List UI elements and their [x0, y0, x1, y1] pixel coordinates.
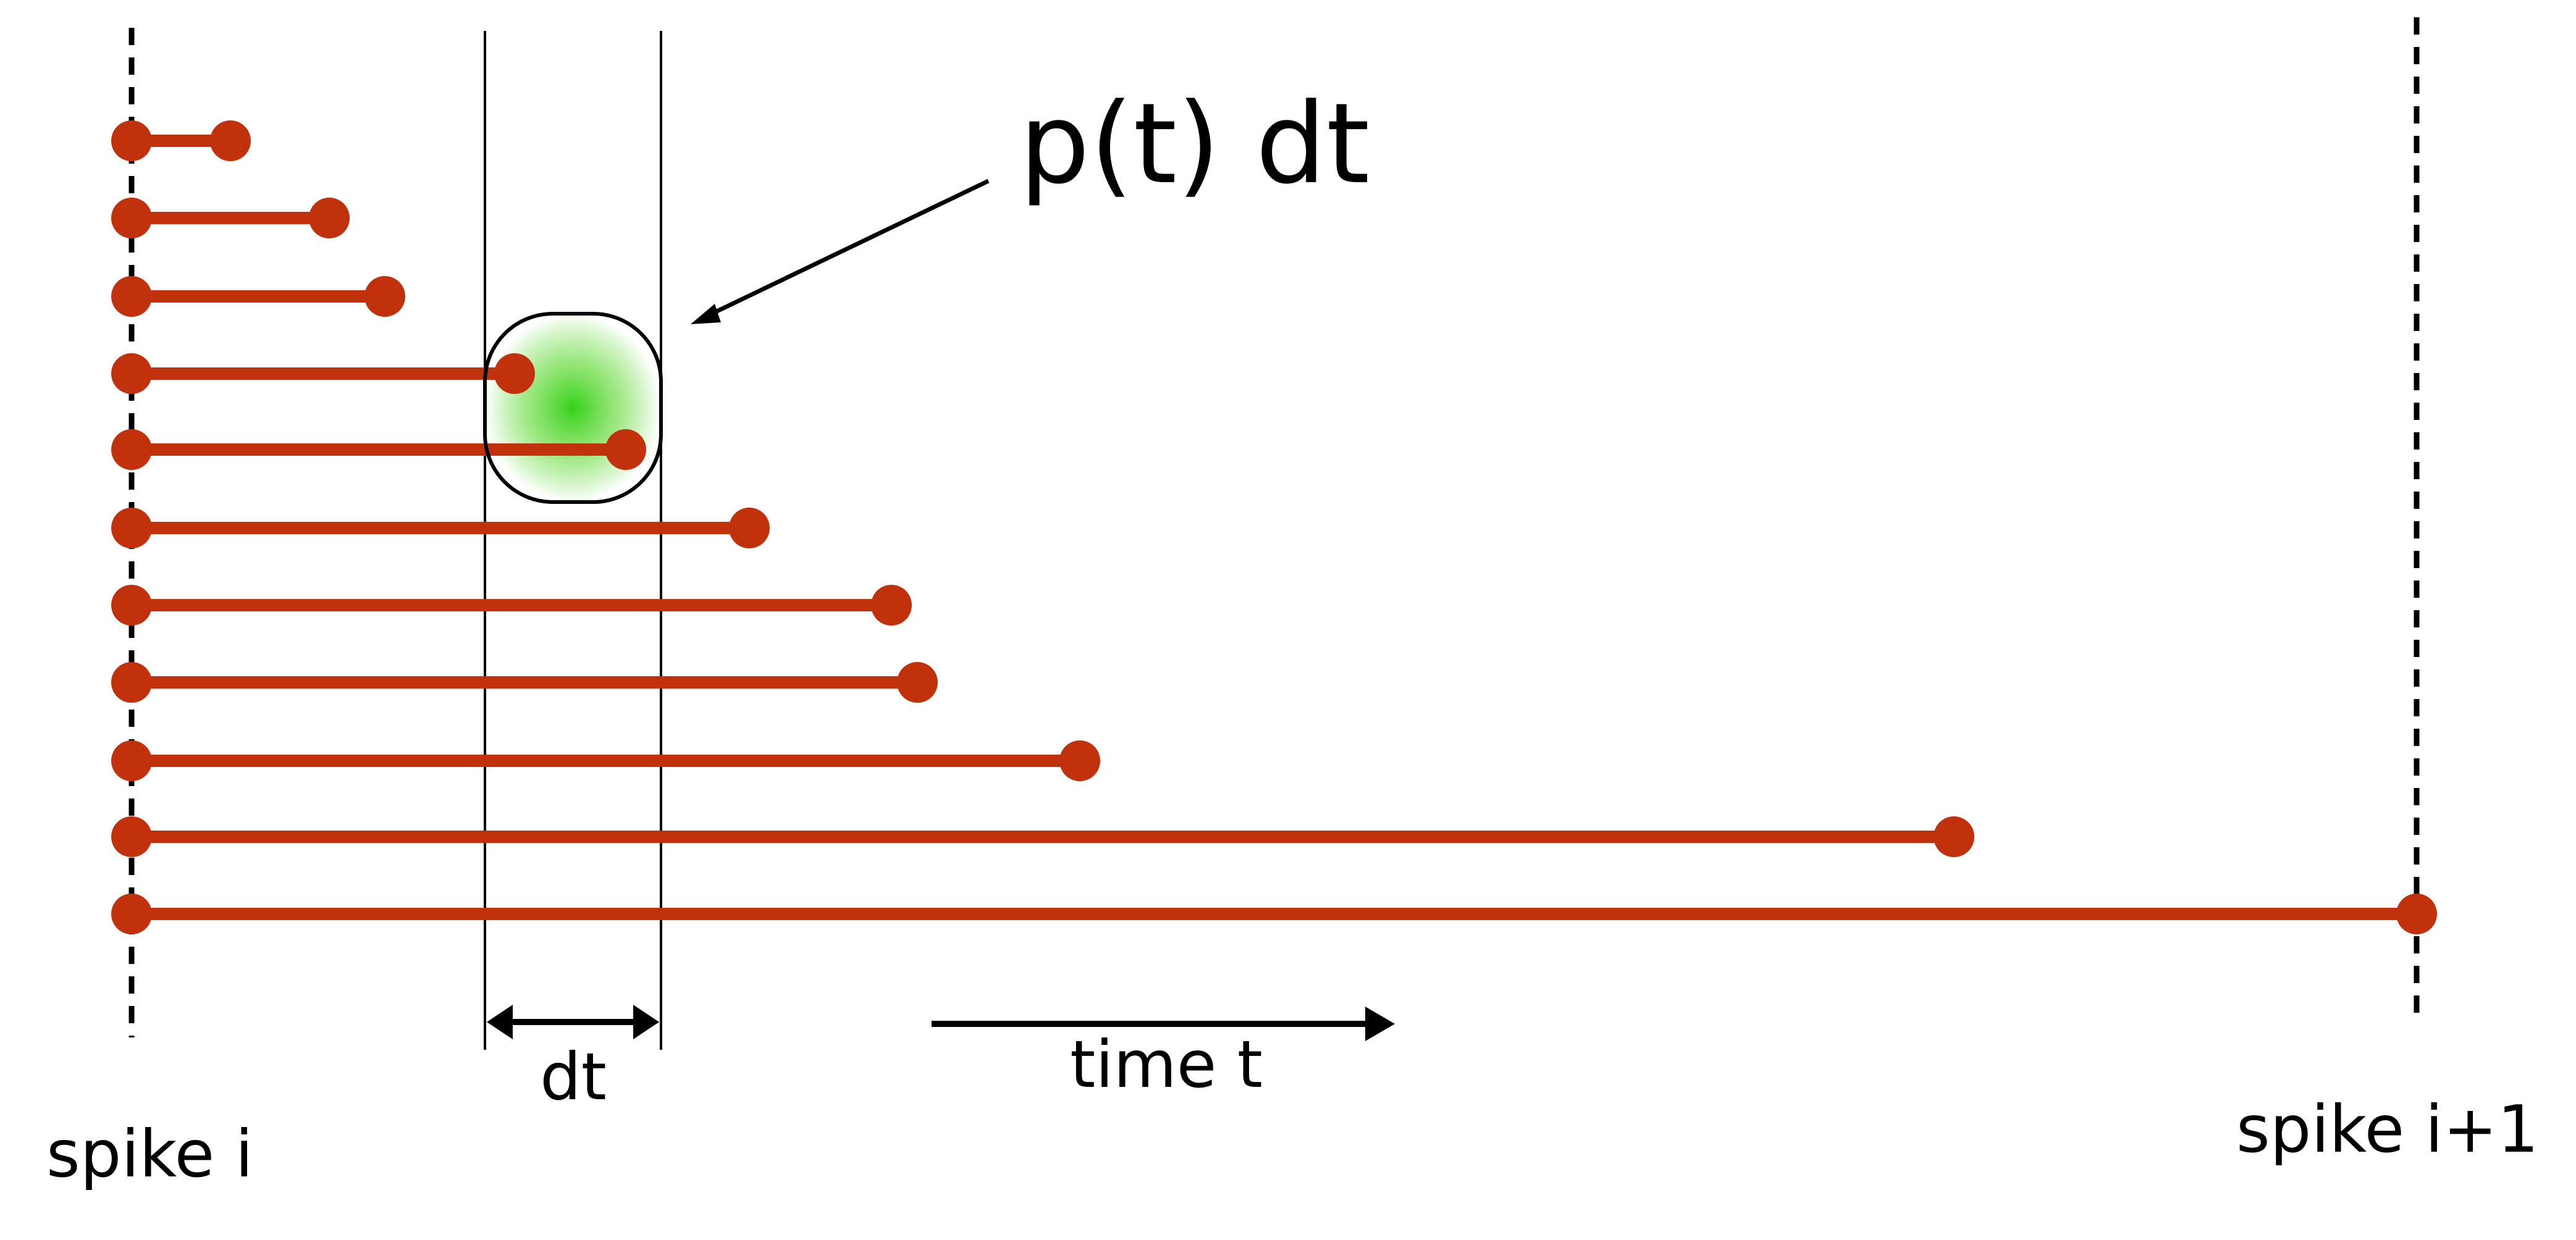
pointer-arrow-head	[691, 304, 721, 324]
interval-end-dot	[605, 429, 646, 470]
time-axis-label: time t	[1070, 1027, 1263, 1102]
formula-label: p(t) dt	[1019, 80, 1370, 209]
interval-end-dot	[871, 585, 912, 626]
interval-start-dot	[111, 120, 152, 161]
dt-label: dt	[540, 1039, 607, 1115]
interval-start-dot	[111, 198, 152, 238]
interval-start-dot	[111, 353, 152, 394]
interval-3	[111, 276, 405, 317]
interval-1	[111, 120, 251, 161]
interval-10	[111, 816, 1974, 857]
interval-2	[111, 198, 350, 238]
pointer-arrow-shaft	[708, 178, 990, 317]
interval-end-dot	[1059, 740, 1100, 781]
spike-i1-label: spike i+1	[2236, 1092, 2539, 1167]
interval-start-dot	[111, 585, 152, 626]
interval-start-dot	[111, 508, 152, 548]
interval-8	[111, 662, 938, 703]
dt-arrow-right-head	[633, 1005, 659, 1039]
interval-end-dot	[309, 198, 350, 238]
interval-group	[111, 120, 2437, 934]
interval-9	[111, 740, 1100, 781]
highlight-box	[483, 312, 663, 504]
spike-i-label: spike i	[46, 1116, 253, 1192]
interval-5	[111, 429, 646, 470]
interval-4	[111, 353, 535, 394]
interval-start-dot	[111, 740, 152, 781]
highlight-glow	[485, 314, 661, 502]
interval-start-dot	[111, 662, 152, 703]
interval-end-dot	[897, 662, 938, 703]
dt-arrow-left-head	[487, 1005, 513, 1039]
interval-end-dot	[1934, 816, 1974, 857]
interval-end-dot	[729, 508, 770, 548]
interval-end-dot	[2396, 894, 2437, 934]
interval-7	[111, 585, 912, 626]
interval-start-dot	[111, 816, 152, 857]
interval-start-dot	[111, 429, 152, 470]
time-arrow-head	[1365, 1007, 1395, 1041]
interval-start-dot	[111, 894, 152, 934]
interval-11	[111, 894, 2437, 934]
interval-end-dot	[210, 120, 251, 161]
interval-end-dot	[364, 276, 405, 317]
interval-end-dot	[494, 353, 535, 394]
interval-6	[111, 508, 770, 548]
interval-start-dot	[111, 276, 152, 317]
